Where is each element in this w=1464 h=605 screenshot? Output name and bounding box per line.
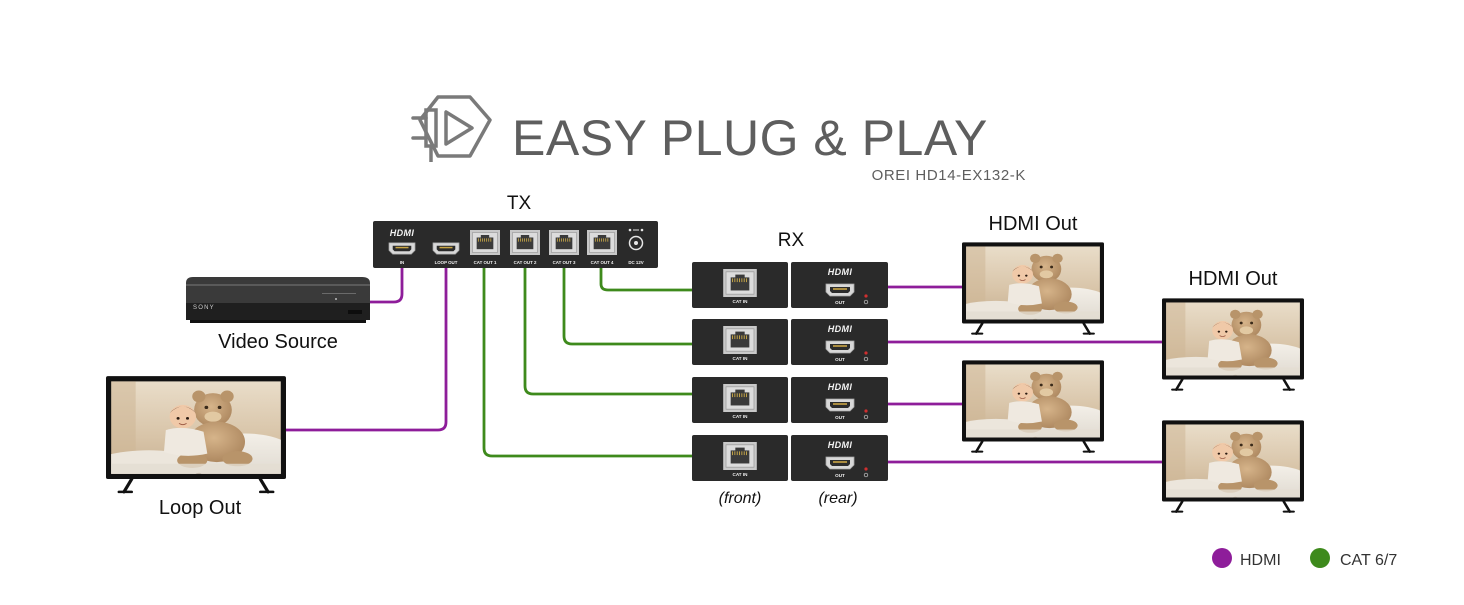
hdmi-out-label-1: HDMI Out	[989, 213, 1078, 235]
rx-front-panel: CAT IN	[692, 319, 788, 365]
rx-front-panel: CAT IN	[692, 377, 788, 423]
tx-port-label-dc: DC 12V	[628, 260, 643, 265]
tx-label: TX	[507, 193, 532, 214]
rx-ir-icon	[863, 414, 869, 420]
legend: HDMI CAT 6/7	[1212, 548, 1397, 569]
hdmi-out-label-2: HDMI Out	[1189, 268, 1278, 290]
rx-out-label: OUT	[835, 473, 845, 478]
rx-hdmi-logo: HDMI	[828, 267, 853, 277]
plug-play-icon	[411, 95, 492, 162]
rx-front-panel: CAT IN	[692, 262, 788, 308]
rx-unit: CAT IN HDMI OUT	[692, 435, 888, 481]
output-tv-4	[1151, 420, 1315, 511]
rx-cat-in-label: CAT IN	[733, 356, 749, 361]
rx-led-icon	[864, 467, 868, 471]
rx-hdmi-out-port	[825, 283, 855, 297]
rx-rear-panel: HDMI OUT	[791, 435, 888, 481]
source-brand: SONY	[193, 305, 215, 311]
tx-unit: HDMI IN LOOP OUT CAT OUT 1 CAT OUT 2 CAT…	[373, 221, 658, 268]
tx-cat-out-4-port	[587, 230, 617, 255]
rx-unit: CAT IN HDMI OUT	[692, 377, 888, 423]
cat-cable-1	[599, 260, 696, 292]
rx-front-panel: CAT IN	[692, 435, 788, 481]
tx-hdmi-in-port	[388, 242, 416, 255]
blu-ray-player: SONY	[186, 277, 370, 323]
legend-cat-swatch	[1310, 548, 1330, 568]
rx-rear-caption: (rear)	[818, 490, 857, 507]
cat-cables	[482, 260, 696, 458]
rx-label: RX	[778, 230, 805, 251]
rx-rear-panel: HDMI OUT	[791, 319, 888, 365]
rx-out-label: OUT	[835, 300, 845, 305]
rx-led-icon	[864, 409, 868, 413]
rx-hdmi-out-port	[825, 340, 855, 354]
rx-cat-in-port	[722, 384, 758, 412]
tx-cat-out-1-port	[470, 230, 500, 255]
rx-hdmi-out-port	[825, 398, 855, 412]
model-number: OREI HD14-EX132-K	[872, 167, 1026, 184]
cat-cable-4	[482, 260, 696, 458]
tx-port-label-cat2: CAT OUT 2	[514, 260, 537, 265]
rx-ir-icon	[863, 356, 869, 362]
rx-cat-in-port	[722, 442, 758, 470]
cat-cable-3	[523, 260, 696, 396]
video-source-label: Video Source	[218, 331, 338, 353]
output-tv-3	[951, 360, 1115, 451]
loop-out-label: Loop Out	[159, 497, 242, 519]
hdmi-cable-source	[364, 260, 404, 304]
rx-out-label: OUT	[835, 415, 845, 420]
rx-cat-in-label: CAT IN	[733, 472, 749, 477]
tx-hdmi-logo: HDMI	[390, 228, 415, 238]
cat-cable-2	[562, 260, 696, 346]
rx-cat-in-label: CAT IN	[733, 414, 749, 419]
rx-front-caption: (front)	[719, 490, 762, 507]
rx-cat-in-port	[722, 269, 758, 297]
tx-port-label-cat3: CAT OUT 3	[553, 260, 576, 265]
rx-hdmi-logo: HDMI	[828, 440, 853, 450]
hdmi-cables	[280, 260, 1168, 464]
legend-cat-label: CAT 6/7	[1340, 552, 1397, 569]
rx-unit: CAT IN HDMI OUT	[692, 262, 888, 308]
legend-hdmi-label: HDMI	[1240, 552, 1281, 569]
tx-port-label-in: IN	[400, 260, 404, 265]
tx-hdmi-loop-port	[432, 242, 460, 255]
rx-ir-icon	[863, 299, 869, 305]
tx-port-label-cat4: CAT OUT 4	[591, 260, 614, 265]
rx-hdmi-logo: HDMI	[828, 324, 853, 334]
hdmi-cable-loop	[280, 260, 448, 432]
loop-out-tv	[92, 376, 299, 492]
diagram-title: EASY PLUG & PLAY	[512, 110, 988, 166]
rx-cat-in-label: CAT IN	[733, 299, 749, 304]
dc-power-icon	[628, 228, 644, 251]
tx-cat-out-2-port	[510, 230, 540, 255]
tx-port-label-cat1: CAT OUT 1	[474, 260, 497, 265]
rx-out-label: OUT	[835, 357, 845, 362]
rx-led-icon	[864, 351, 868, 355]
rx-led-icon	[864, 294, 868, 298]
output-tv-1	[951, 242, 1115, 333]
rx-ir-icon	[863, 472, 869, 478]
rx-rear-panel: HDMI OUT	[791, 262, 888, 308]
rx-rear-panel: HDMI OUT	[791, 377, 888, 423]
output-tv-2	[1151, 298, 1315, 389]
legend-hdmi-swatch	[1212, 548, 1232, 568]
rx-unit: CAT IN HDMI OUT	[692, 319, 888, 365]
rx-hdmi-out-port	[825, 456, 855, 470]
rx-hdmi-logo: HDMI	[828, 382, 853, 392]
tx-port-label-loop: LOOP OUT	[435, 260, 458, 265]
tx-cat-out-3-port	[549, 230, 579, 255]
rx-cat-in-port	[722, 326, 758, 354]
